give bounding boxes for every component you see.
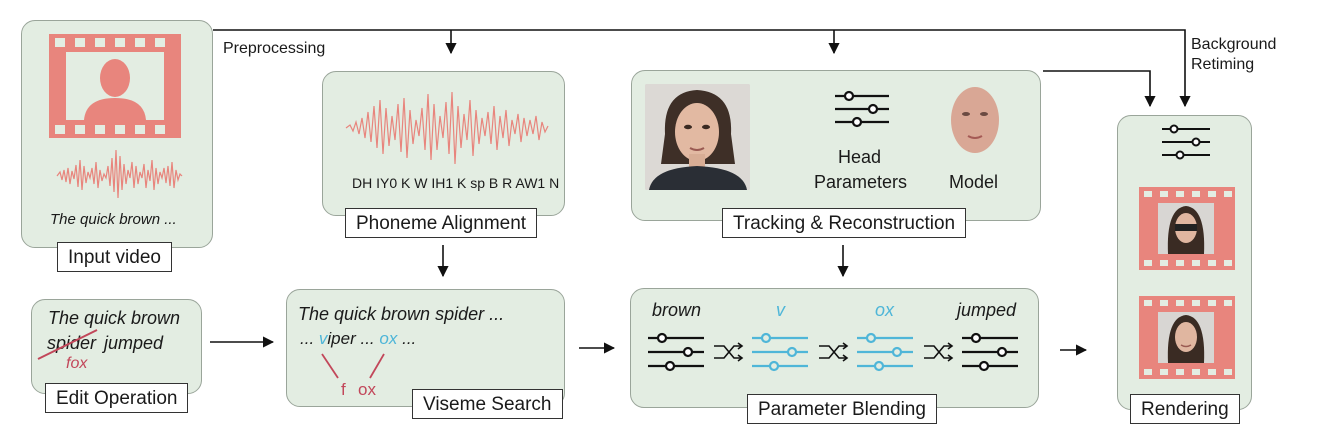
slider-icon-brown (648, 332, 704, 372)
face-model-render (944, 84, 1006, 156)
edit-line2-rest: jumped (104, 333, 164, 353)
edit-operation-title: Edit Operation (45, 383, 189, 413)
slider-icon-ox (857, 332, 913, 372)
blend-word-ox: ox (875, 300, 895, 320)
viseme-v: v (318, 329, 328, 348)
viseme-suffix: ... (402, 329, 417, 348)
model-label: Model (949, 172, 999, 192)
parameter-blending-title: Parameter Blending (747, 394, 937, 424)
input-transcript: The quick brown ... (50, 211, 177, 228)
blend-word-jumped: jumped (957, 300, 1017, 320)
edit-line1: The quick brown (48, 308, 181, 328)
blend-word-v: v (776, 300, 785, 320)
background-retiming-label-line1: Background (1191, 36, 1277, 53)
slider-icon-v (752, 332, 808, 372)
viseme-search-title: Viseme Search (412, 389, 563, 419)
viseme-f: f (341, 380, 346, 399)
viseme-prefix: ... (300, 329, 315, 348)
preprocessing-label: Preprocessing (223, 40, 326, 57)
phoneme-sequence: DH IY0 K W IH1 K sp B R AW1 N (352, 175, 560, 191)
viseme-ox: ox (379, 329, 398, 348)
shuffle-icons (714, 342, 954, 362)
phoneme-alignment-panel (322, 71, 565, 216)
tracking-title: Tracking & Reconstruction (722, 208, 967, 238)
rendering-title: Rendering (1130, 394, 1240, 424)
viseme-line2: ... viper ... ox ... (300, 329, 416, 349)
viseme-line1: The quick brown spider ... (298, 304, 505, 324)
person-silhouette-icon (84, 59, 146, 120)
input-video-title: Input video (57, 242, 172, 272)
head-parameters-label-line1: Head (838, 147, 882, 167)
viseme-iper: iper ... (327, 329, 375, 348)
tracked-face-photo (645, 84, 750, 190)
slider-icon-jumped (962, 332, 1018, 372)
parameter-blending-panel (630, 288, 1039, 408)
edit-replacement-word: fox (66, 355, 88, 372)
viseme-ox2: ox (358, 380, 376, 399)
blend-word-brown: brown (652, 300, 702, 320)
head-parameters-label-line2: Parameters (814, 172, 908, 192)
background-retiming-label-line2: Retiming (1191, 56, 1255, 73)
phoneme-alignment-title: Phoneme Alignment (345, 208, 538, 238)
